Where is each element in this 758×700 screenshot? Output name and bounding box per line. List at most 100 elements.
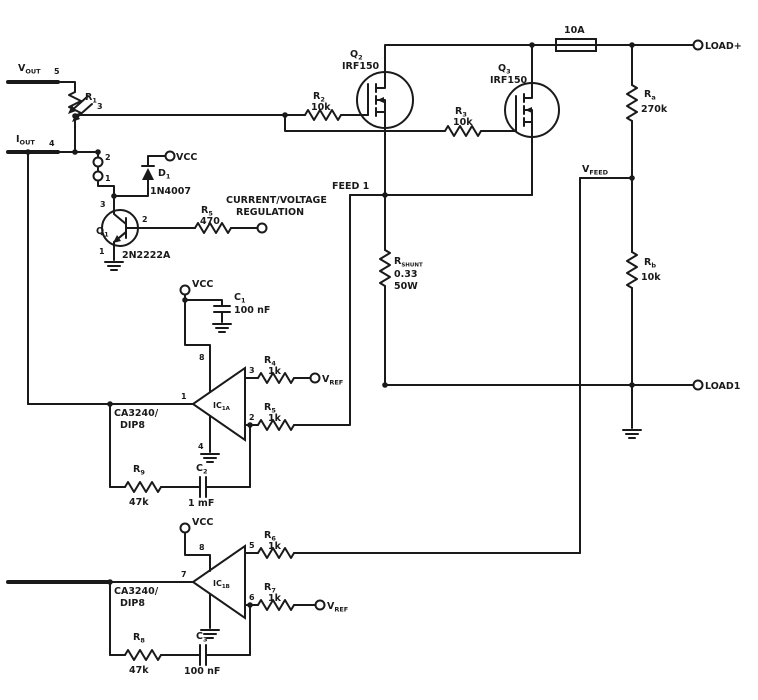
c3-value: 100 nF xyxy=(184,666,220,677)
r9-value: 47k xyxy=(129,497,149,508)
q2-ref: Q2 xyxy=(350,49,363,62)
r3-value: 10k xyxy=(453,117,473,128)
vref-terminal-ampA xyxy=(309,372,321,384)
q1-pin-base: 2 xyxy=(142,215,148,224)
q3-ref: Q3 xyxy=(498,63,511,76)
r7-ref: R7 xyxy=(264,582,276,595)
q1-part: 2N2222A xyxy=(122,250,171,261)
q1-ground-icon xyxy=(104,261,124,271)
c2-value: 1 mF xyxy=(188,498,214,509)
c1-value: 100 nF xyxy=(234,305,270,316)
r8-ref: R8 xyxy=(133,632,145,645)
ic1b-part-line1: CA3240/ xyxy=(114,586,159,597)
ic1b-name: IC1B xyxy=(213,579,230,590)
load-ground-icon xyxy=(622,429,642,439)
q1-ref: Q1 xyxy=(96,226,109,239)
q2-body-arrow-icon xyxy=(377,97,384,103)
ra-value: 270k xyxy=(641,104,668,115)
ic1b-pin-inp: 5 xyxy=(249,541,255,550)
vcc-left-label: VCC xyxy=(176,152,197,163)
ampB-vcc-label: VCC xyxy=(192,517,213,528)
ic1b-pin-inm: 6 xyxy=(249,593,255,602)
resistor-symbols xyxy=(124,84,638,661)
rshunt-resistor xyxy=(379,249,391,287)
regulation-label-line2: REGULATION xyxy=(236,207,304,218)
r8-resistor xyxy=(124,649,162,661)
regulation-terminal xyxy=(256,222,268,234)
r2-ref: R2 xyxy=(313,91,325,104)
q1-pin-emitter: 1 xyxy=(99,247,105,256)
ampA-vref-label: VREF xyxy=(322,374,343,387)
q1-transistor-symbol xyxy=(101,209,139,247)
q2-part: IRF150 xyxy=(342,61,380,72)
q1-emitter-arrow-icon xyxy=(113,235,121,243)
rshunt-rating: 50W xyxy=(394,281,418,292)
d1-ref: D1 xyxy=(158,168,171,181)
q3-mosfet-symbol xyxy=(504,82,560,138)
r8-value: 47k xyxy=(129,665,149,676)
vcc-terminal-left xyxy=(164,150,176,162)
ic1a-part-line2: DIP8 xyxy=(120,420,145,431)
c1-ground-icon xyxy=(212,323,232,333)
ic1b-pin-out: 7 xyxy=(181,570,187,579)
connector-pin-top-label: 2 xyxy=(105,153,111,162)
ic1a-pin-inp: 3 xyxy=(249,366,255,375)
ic1a-name: IC1A xyxy=(213,401,231,412)
junction-dots xyxy=(25,42,635,608)
d1-part: 1N4007 xyxy=(150,186,191,197)
ra-ref: Ra xyxy=(644,89,656,102)
r2-value: 10k xyxy=(311,102,331,113)
r7-value: 1k xyxy=(268,593,282,604)
c2-ref: C2 xyxy=(196,463,208,476)
q1-pin-collector: 3 xyxy=(100,200,106,209)
load1-label: LOAD1 xyxy=(705,381,740,392)
ampA-vcc-label: VCC xyxy=(192,279,213,290)
load-plus-label: LOAD+ xyxy=(705,41,742,52)
vref-terminal-ampB xyxy=(314,599,326,611)
connector-pin-bottom-label: 1 xyxy=(105,174,111,183)
ic1a-pin-vcc: 8 xyxy=(199,353,205,362)
r4-ref: R4 xyxy=(264,355,276,368)
ic1a-pin-out: 1 xyxy=(181,392,187,401)
ic1a-pin-gnd: 4 xyxy=(198,442,204,451)
vout-pin: 5 xyxy=(54,67,60,76)
d1-diode-symbol xyxy=(141,165,155,180)
fuse-label: 10A xyxy=(564,25,585,36)
vout-label: VOUT xyxy=(18,63,41,76)
r1-ref: R1 xyxy=(85,92,97,105)
q3-body-arrow-icon xyxy=(525,107,532,113)
vcc-terminal-ampB xyxy=(179,522,191,534)
r5-470-ref: R5 xyxy=(201,205,213,218)
q3-part: IRF150 xyxy=(490,75,528,86)
connector-pin-top-terminal xyxy=(92,156,104,168)
r4-value: 1k xyxy=(268,366,282,377)
r9-ref: R9 xyxy=(133,464,145,477)
fuse-symbol xyxy=(555,38,597,52)
regulation-label-line1: CURRENT/VOLTAGE xyxy=(226,195,327,206)
ic1b-part-line2: DIP8 xyxy=(120,598,145,609)
rb-ref: Rb xyxy=(644,257,656,270)
load1-terminal xyxy=(692,379,704,391)
feed1-label: FEED 1 xyxy=(332,181,369,192)
ic1a-pin-inm: 2 xyxy=(249,413,255,422)
r5-470-value: 470 xyxy=(200,216,220,227)
ic1a-part-line1: CA3240/ xyxy=(114,408,159,419)
connector-pin-bottom-terminal xyxy=(92,170,104,182)
wire-network xyxy=(6,44,694,666)
iout-pin: 4 xyxy=(49,139,55,148)
c3-ref: C3 xyxy=(196,631,208,644)
r5-1k-value: 1k xyxy=(268,413,282,424)
rb-value: 10k xyxy=(641,272,661,283)
ra-resistor xyxy=(626,84,638,122)
rshunt-value: 0.33 xyxy=(394,269,417,280)
load-plus-terminal xyxy=(692,39,704,51)
vfeed-label: VFEED xyxy=(582,164,609,177)
r6-ref: R6 xyxy=(264,530,276,543)
r9-resistor xyxy=(124,481,162,493)
r1-pin: 3 xyxy=(97,102,103,111)
ic1b-pin-vcc: 8 xyxy=(199,543,205,552)
r6-value: 1k xyxy=(268,541,282,552)
labels: VOUT 5 IOUT 4 R1 3 2 1 VCC D1 1N4007 Q1 … xyxy=(16,25,742,677)
